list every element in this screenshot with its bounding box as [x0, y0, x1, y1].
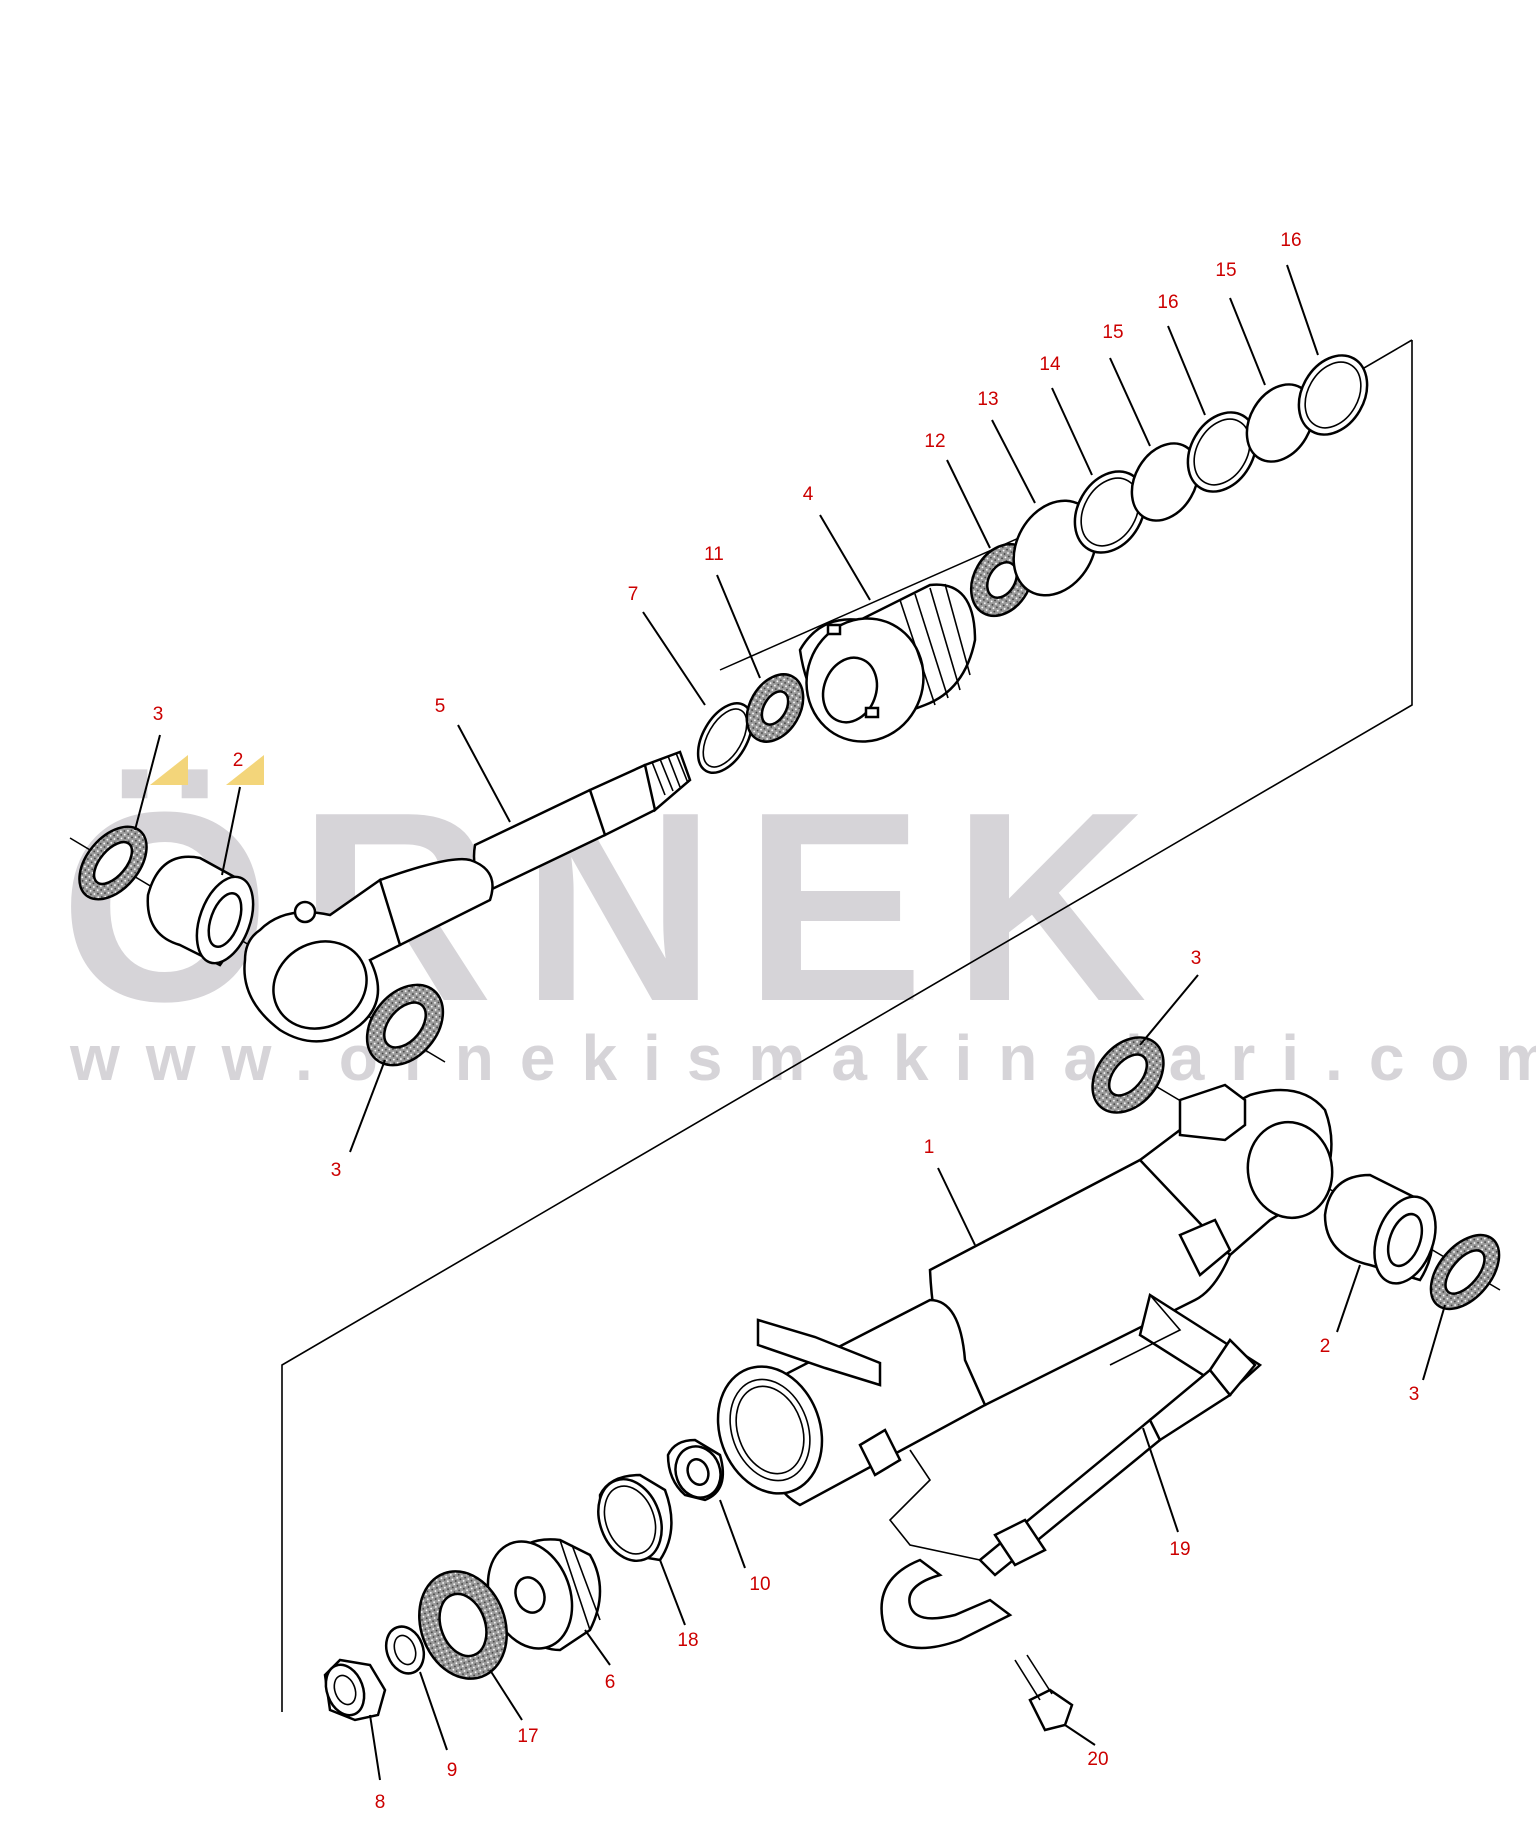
leader-lines	[134, 264, 1446, 1781]
piston-rod	[243, 750, 692, 1043]
callout-3-washer-3-barrel-right: 3	[1409, 1384, 1420, 1405]
cylinder-barrel	[716, 1083, 1334, 1507]
o-ring-9	[384, 1625, 426, 1675]
callout-16-seal-16-outer: 16	[1280, 230, 1301, 251]
o-ring-15-inner	[1130, 442, 1200, 522]
callout-11-seal-11: 11	[704, 544, 724, 565]
bushing-rod-eye	[146, 855, 255, 967]
callout-16-seal-16-inner: 16	[1157, 292, 1178, 313]
callout-10-spacer-10: 10	[749, 1574, 770, 1595]
clamp-bolt	[993, 1518, 1074, 1732]
washer-barrel-top	[1091, 1036, 1165, 1114]
o-ring-15-outer	[1245, 383, 1315, 463]
piston-seal	[418, 1570, 508, 1680]
callout-20-bolt-20: 20	[1087, 1749, 1108, 1770]
callout-4-gland-4: 4	[803, 484, 814, 505]
callout-2-bush-2-barrel: 2	[1320, 1336, 1331, 1357]
callout-19-pipe-19: 19	[1169, 1539, 1190, 1560]
callout-9-oring-9: 9	[447, 1760, 458, 1781]
callout-12-wiper-12: 12	[924, 431, 945, 452]
cylinder-head-gland	[798, 583, 977, 743]
piston	[486, 1538, 602, 1652]
rod-thread	[651, 752, 689, 796]
callout-3-washer-3-barrel-top: 3	[1191, 948, 1202, 969]
retaining-ring	[696, 702, 754, 774]
washer-rod-eye-right	[365, 983, 445, 1067]
piston-nut	[323, 1658, 387, 1722]
callout-13-oring-13: 13	[977, 389, 998, 410]
callout-14-seal-14: 14	[1039, 354, 1061, 375]
callout-3-washer-3-rod-left: 3	[153, 704, 164, 725]
callout-17-seal-17: 17	[517, 1726, 538, 1747]
backup-ring-14	[1073, 470, 1147, 554]
washer-rod-eye-left	[78, 825, 148, 901]
spacer	[666, 1438, 725, 1502]
callout-1-barrel-1: 1	[924, 1137, 935, 1158]
bushing-barrel	[1323, 1173, 1437, 1285]
backup-ring-16-outer	[1297, 354, 1369, 436]
callout-5-rod-5: 5	[435, 696, 446, 717]
callout-18-ring-18: 18	[677, 1630, 698, 1651]
wear-ring	[597, 1473, 673, 1563]
callout-2-bush-2-rod: 2	[233, 750, 244, 771]
washer-barrel-right	[1429, 1233, 1501, 1311]
watermark-umlaut-left	[150, 755, 188, 785]
callout-6-piston-6: 6	[605, 1672, 616, 1693]
callout-7-ring-7: 7	[628, 584, 639, 605]
callout-15-oring-15-outer: 15	[1215, 260, 1236, 281]
watermark-umlaut-right	[226, 755, 264, 785]
backup-ring-16-inner	[1186, 411, 1258, 493]
callout-3-washer-3-rod-right: 3	[331, 1160, 342, 1181]
callout-15-oring-15-inner: 15	[1102, 322, 1123, 343]
rod-seal	[745, 673, 805, 743]
callout-8-nut-8: 8	[375, 1792, 386, 1813]
